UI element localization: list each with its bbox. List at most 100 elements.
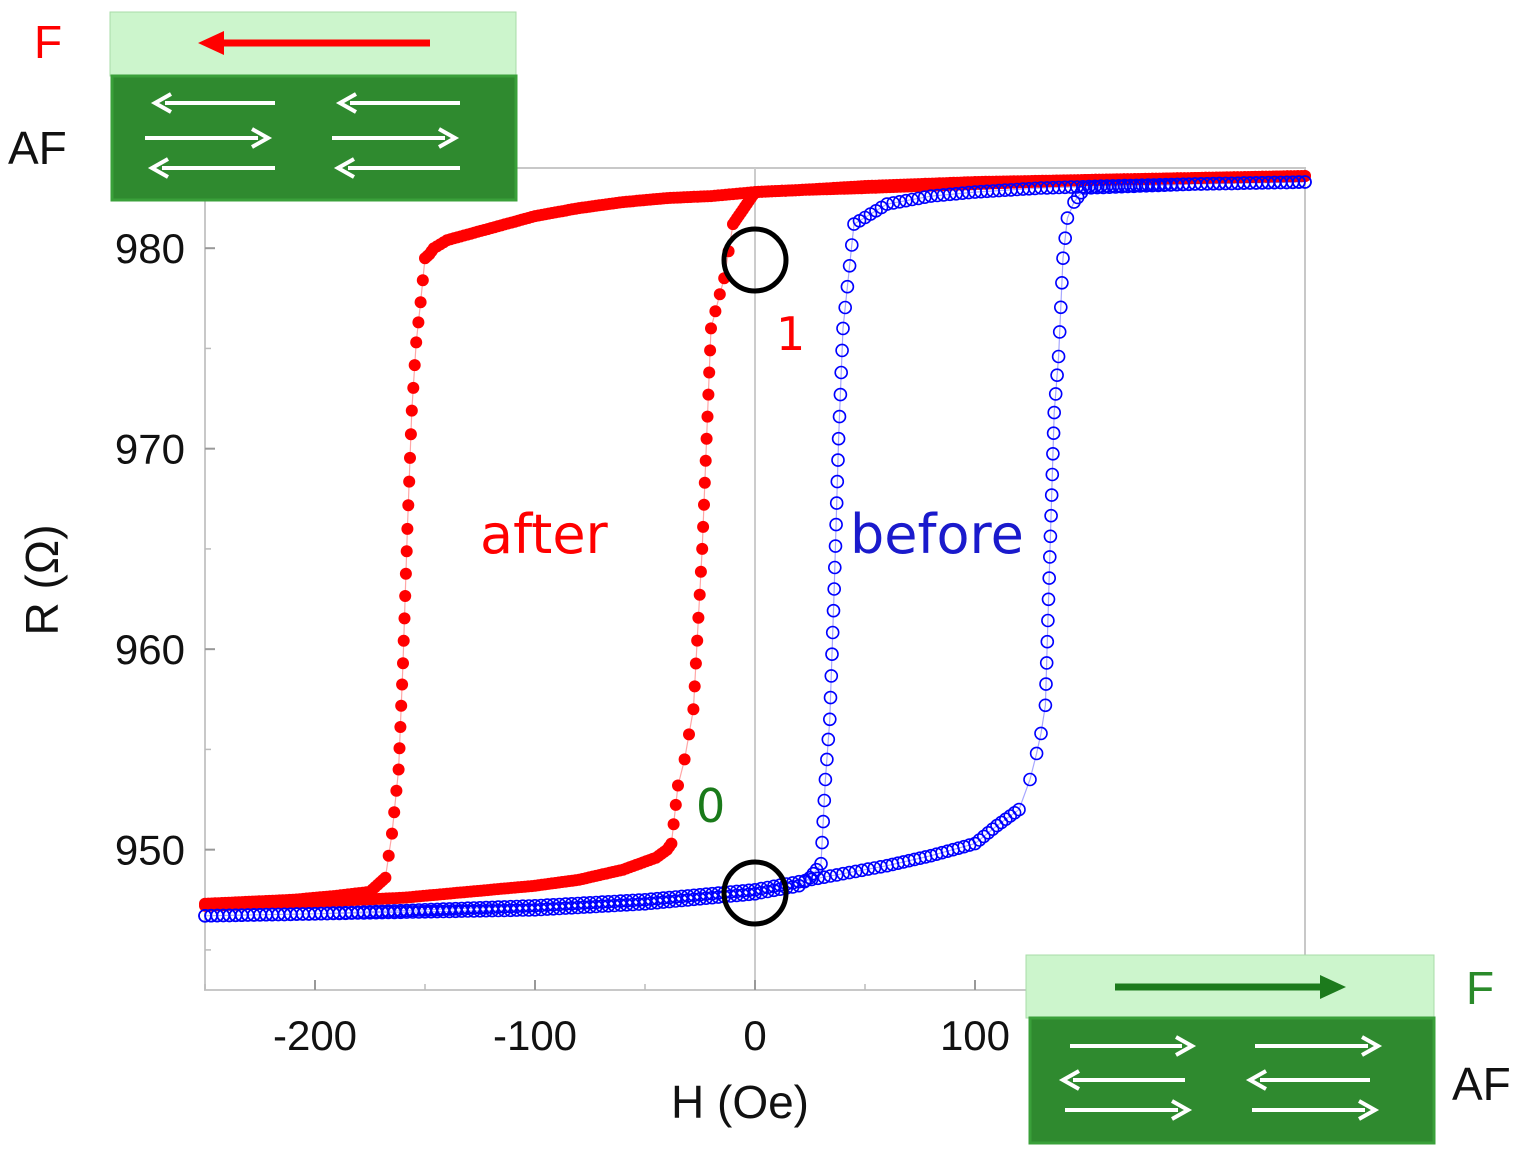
- series-0-point: [408, 359, 421, 372]
- state-zero-circle: [721, 859, 789, 927]
- x-tick-label: 100: [940, 1012, 1010, 1059]
- series-0-point: [397, 634, 410, 647]
- series-1-point: [1060, 211, 1075, 225]
- series-1-point: [899, 193, 913, 208]
- series-0-point: [713, 288, 726, 301]
- spin-arrow-icon-head: [333, 157, 355, 179]
- series-layer: [198, 170, 1312, 923]
- series-1-point: [827, 560, 842, 575]
- series-0-point: [696, 542, 709, 555]
- series-1-point: [1047, 405, 1061, 420]
- series-1-point: [824, 669, 839, 683]
- series-1-point: [1046, 446, 1060, 461]
- series-1-point: [842, 865, 857, 880]
- series-1-point: [818, 772, 833, 787]
- x-axis-title: H (Oe): [671, 1076, 809, 1128]
- series-1-point: [1048, 387, 1063, 401]
- series-1-point: [990, 818, 1004, 833]
- spin-arrow-icon-head: [1175, 1035, 1197, 1057]
- series-1-point: [917, 190, 932, 204]
- series-0-point: [395, 699, 408, 712]
- series-1-point: [825, 647, 839, 662]
- series-1-point: [829, 868, 844, 882]
- series-0-point: [403, 475, 416, 488]
- series-1-point: [1043, 550, 1057, 564]
- x-tick-label: -100: [493, 1012, 577, 1059]
- series-0-point: [689, 657, 702, 670]
- series-0-point: [398, 612, 411, 625]
- series-1-point: [848, 864, 863, 879]
- series-1-point: [1051, 349, 1066, 364]
- series-1-point: [831, 431, 846, 446]
- series-1-point: [1045, 467, 1060, 482]
- series-1-point: [811, 871, 825, 886]
- series-0-point: [693, 588, 706, 601]
- series-0-point: [390, 784, 403, 797]
- series-1-point: [829, 496, 844, 510]
- f-label-top: F: [34, 16, 62, 68]
- series-0-point: [698, 476, 711, 489]
- series-1-point: [880, 858, 894, 873]
- y-tick-label: 980: [115, 225, 185, 272]
- series-0-point: [699, 454, 712, 467]
- series-0-point: [379, 871, 392, 884]
- spin-arrow-icon-head: [251, 127, 273, 149]
- series-1-point: [1056, 251, 1070, 266]
- series-1-point: [985, 822, 1000, 837]
- series-0-point: [402, 499, 415, 512]
- inset-top-left: F AF: [8, 11, 518, 202]
- series-1-point: [1040, 634, 1055, 649]
- series-0-point: [678, 753, 691, 766]
- series-0-point: [401, 522, 414, 535]
- series-0-point: [399, 567, 412, 580]
- x-tick-label: 0: [743, 1012, 766, 1059]
- series-0-point: [709, 305, 722, 318]
- series-1-point: [1044, 488, 1059, 502]
- spin-arrow-icon-head: [1171, 1099, 1193, 1121]
- series-1-point: [886, 196, 901, 210]
- series-0-point: [407, 381, 420, 394]
- series-1-point: [833, 387, 848, 402]
- series-0-point: [404, 428, 417, 441]
- series-1-point: [1041, 613, 1055, 628]
- af-label-bottom: AF: [1452, 1058, 1511, 1110]
- series-1-point: [836, 866, 850, 881]
- series-0-point: [404, 451, 416, 464]
- series-1-point: [1039, 656, 1054, 670]
- inset-bottom-right: F AF: [1025, 954, 1511, 1145]
- series-1-point: [816, 814, 831, 829]
- series-0-point: [727, 218, 739, 231]
- series-1-point: [1054, 300, 1068, 315]
- series-0-point: [702, 388, 715, 401]
- series-0-point: [405, 404, 418, 417]
- spin-arrow-icon-head: [438, 127, 460, 149]
- spin-arrow-icon-head: [1058, 1069, 1080, 1091]
- series-0-point: [416, 274, 429, 287]
- series-0-point: [697, 520, 710, 533]
- y-tick-label: 950: [115, 827, 185, 874]
- series-1-point: [792, 874, 806, 889]
- spin-arrow-icon-head: [335, 92, 357, 114]
- series-1-point: [204, 908, 218, 923]
- series-1-point: [832, 409, 847, 424]
- x-tick-label: -200: [273, 1012, 357, 1059]
- series-1-point: [830, 474, 845, 489]
- series-1-point: [1055, 275, 1069, 290]
- state-one-label: 1: [776, 307, 805, 361]
- series-1-point: [840, 279, 855, 294]
- series-1-point: [835, 343, 849, 358]
- series-1-point: [1042, 571, 1056, 585]
- series-1-point: [1067, 195, 1081, 209]
- series-0-point: [393, 742, 406, 755]
- series-1-point: [1023, 772, 1037, 787]
- series-1-point: [825, 625, 840, 640]
- series-1-point: [826, 603, 841, 618]
- series-0-point: [691, 634, 704, 647]
- series-0-point: [700, 432, 713, 445]
- series-0-point: [688, 680, 701, 693]
- series-1-point: [804, 872, 819, 887]
- series-0-point: [414, 296, 427, 309]
- series-1-point: [760, 880, 775, 895]
- series-1-point: [1058, 231, 1072, 245]
